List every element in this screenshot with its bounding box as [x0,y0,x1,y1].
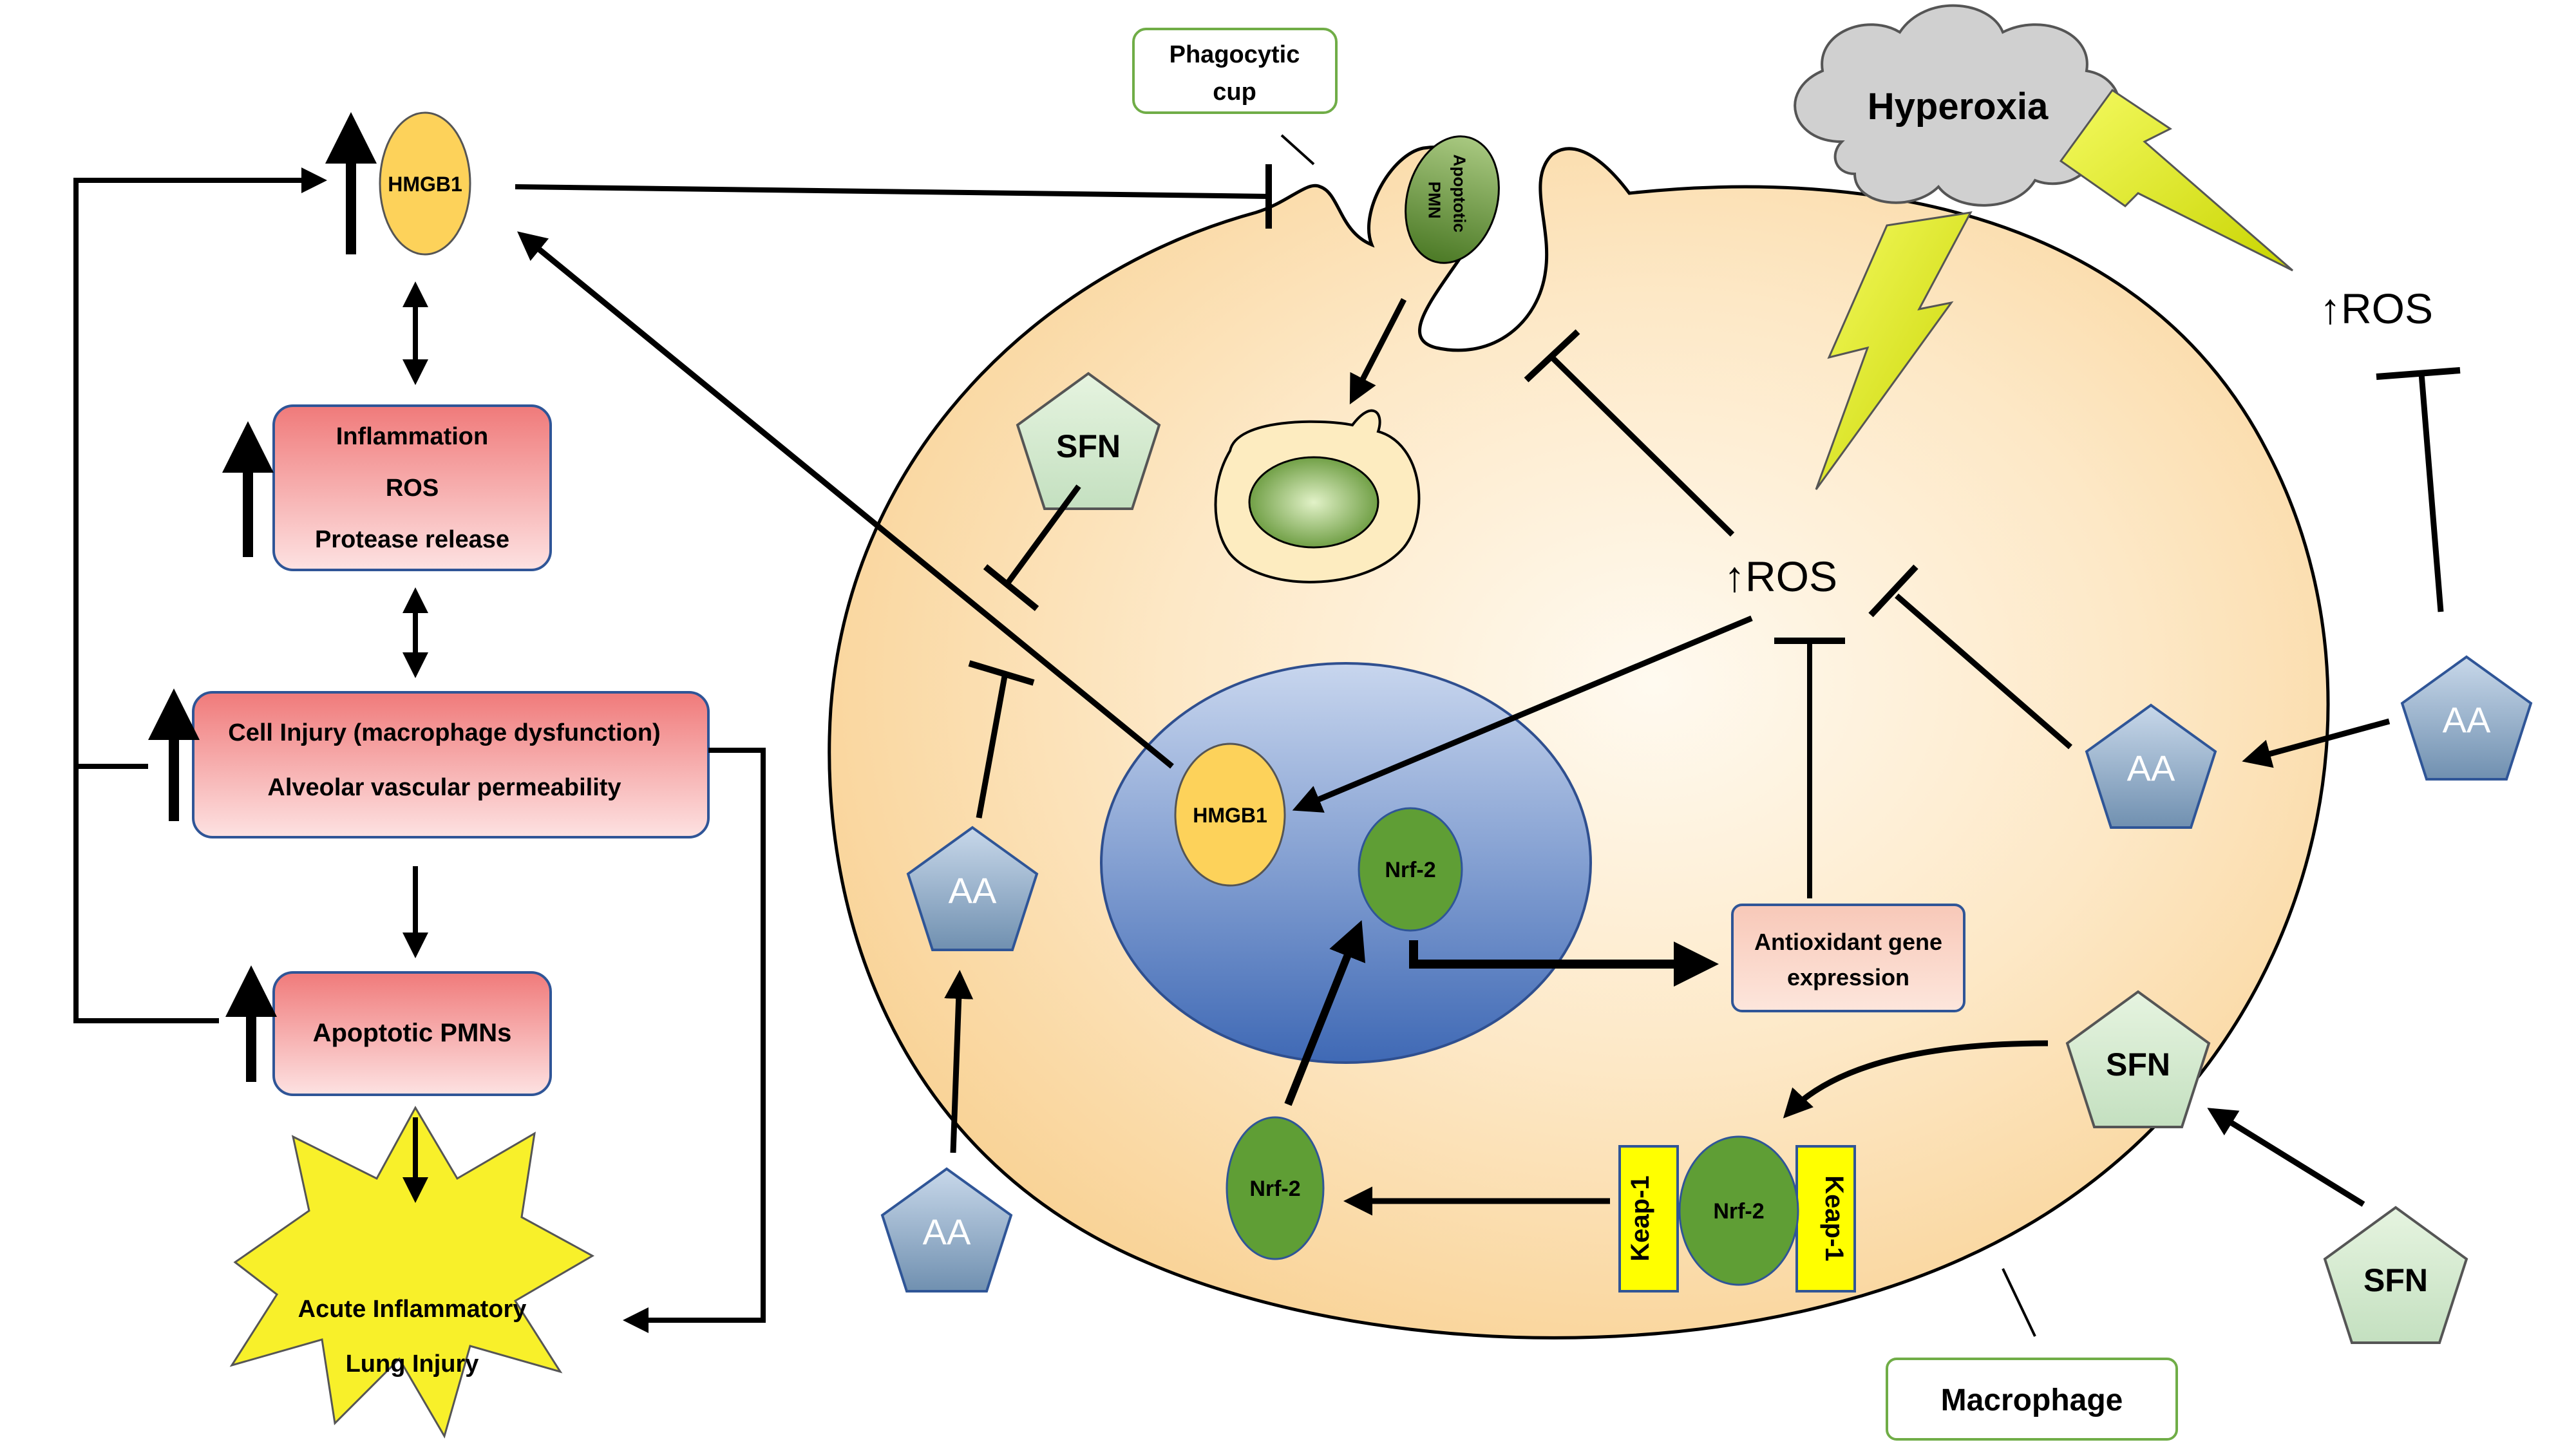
svg-text:Lung Injury: Lung Injury [346,1350,479,1378]
svg-text:Macrophage: Macrophage [1941,1383,2123,1417]
inhibit-aa-ros-right [2418,373,2444,612]
arrow-sfn-to-keap1 [1783,1040,2049,1119]
arrow-nrf2-to-nucleus [1284,920,1366,1106]
nucleus [1100,662,1592,1064]
svg-text:Antioxidant gene: Antioxidant gene [1754,929,1942,955]
svg-text:Acute Inflammatory: Acute Inflammatory [298,1296,527,1323]
keap1-nrf2-complex: Keap-1 Keap-1 Nrf-2 [1618,1135,1856,1293]
inhibit-ros-cup [1549,355,1735,537]
svg-text:HMGB1: HMGB1 [1193,804,1267,827]
apoptotic-pmns-box: Apoptotic PMNs [272,971,552,1096]
nuclear-nrf2-node: Nrf-2 [1358,807,1463,932]
svg-text:Phagocytic: Phagocytic [1170,41,1300,68]
apoptotic-pmn: Apoptotic PMN [1405,135,1500,264]
inhibit-sfn-upper-bar [983,564,1039,611]
cytoplasmic-nrf2-node: Nrf-2 [1226,1116,1325,1260]
lightning-bolt-right-icon [2059,88,2293,272]
arrow-ros-to-hmgb1 [1292,615,1753,813]
inhibit-aa-inner-ros [1895,593,2072,750]
arrow-pmn-to-phagosome [1349,298,1406,404]
inhibit-hmgb1-cup [515,184,1269,199]
svg-text:Protease release: Protease release [315,526,509,553]
acute-lung-injury-star: Acute Inflammatory Lung Injury [229,1105,595,1439]
arrow-injury-to-lung-injury [623,748,766,1333]
svg-text:Alveolar vascular permeability: Alveolar vascular permeability [267,774,621,801]
svg-text:AA: AA [2443,699,2491,740]
svg-text:ROS: ROS [386,475,439,502]
inhibit-aa-left-bar [968,660,1035,686]
arrow-sfn-outer-to-cell [2207,1108,2365,1207]
svg-text:Apoptotic PMNs: Apoptotic PMNs [313,1019,512,1047]
ros-right-label: ↑ROS [2320,285,2433,332]
svg-text:cup: cup [1213,79,1256,106]
svg-text:Inflammation: Inflammation [336,423,488,450]
inhibit-aa-inner-ros-bar [1868,564,1918,618]
aa-inner-pentagon: AA [2085,703,2217,829]
aa-bottom-pentagon: AA [880,1167,1013,1293]
svg-text:Nrf-2: Nrf-2 [1385,858,1435,882]
sfn-upper-pentagon: SFN [1016,372,1161,510]
arrow-nrf2-to-antioxidant [1409,940,1719,987]
sfn-inner-pentagon: SFN [2065,990,2211,1128]
phagocytic-cup-label: Phagocytic cup [1132,28,1338,166]
lightning-bolt-down-icon [1815,211,1973,490]
svg-text:Keap-1: Keap-1 [1626,1175,1654,1261]
svg-text:SFN: SFN [1056,428,1121,464]
feedback-loop-line [73,167,327,1023]
inhibit-sfn-upper [1005,484,1081,585]
svg-text:AA: AA [949,870,997,911]
arrow-aa-right-to-aa-inner [2242,718,2391,768]
svg-text:AA: AA [2127,748,2175,788]
svg-text:Cell Injury (macrophage dysfun: Cell Injury (macrophage dysfunction) [228,719,660,746]
phagosome [1214,409,1421,583]
ros-center-label: ↑ROS [1724,553,1837,600]
hmgb1-top-node: HMGB1 [379,111,471,256]
svg-text:SFN: SFN [2363,1262,2428,1298]
svg-text:PMN: PMN [1425,182,1444,219]
aa-left-pentagon: AA [906,826,1039,951]
cell-injury-box: Cell Injury (macrophage dysfunction) Alv… [192,691,710,838]
arrow-nuclear-hmgb1-to-hmgb1 [517,231,1174,769]
inhibit-aa-ros-right-bar [2376,367,2461,380]
svg-text:SFN: SFN [2106,1046,2170,1083]
nuclear-hmgb1-node: HMGB1 [1174,743,1286,887]
svg-text:AA: AA [923,1211,971,1252]
svg-text:expression: expression [1787,964,1909,990]
svg-text:Apoptotic: Apoptotic [1450,155,1470,232]
inflammation-box: Inflammation ROS Protease release [272,404,552,571]
hyperoxia-cloud: Hyperoxia [1794,4,2121,207]
svg-text:Keap-1: Keap-1 [1820,1175,1848,1261]
svg-text:Nrf-2: Nrf-2 [1713,1199,1764,1224]
antioxidant-gene-box: Antioxidant gene expression [1731,904,1965,1012]
sfn-outer-pentagon: SFN [2323,1206,2468,1344]
aa-right-pentagon: AA [2400,655,2533,781]
macrophage-label: Macrophage [1886,1268,2178,1441]
inhibit-aa-left [976,676,1008,819]
inhibit-ros-cup-bar [1524,329,1580,383]
svg-text:Nrf-2: Nrf-2 [1249,1177,1300,1201]
arrow-aa-bottom-to-aa-left [944,970,974,1153]
svg-text:Hyperoxia: Hyperoxia [1868,86,2049,128]
svg-text:HMGB1: HMGB1 [388,173,462,196]
